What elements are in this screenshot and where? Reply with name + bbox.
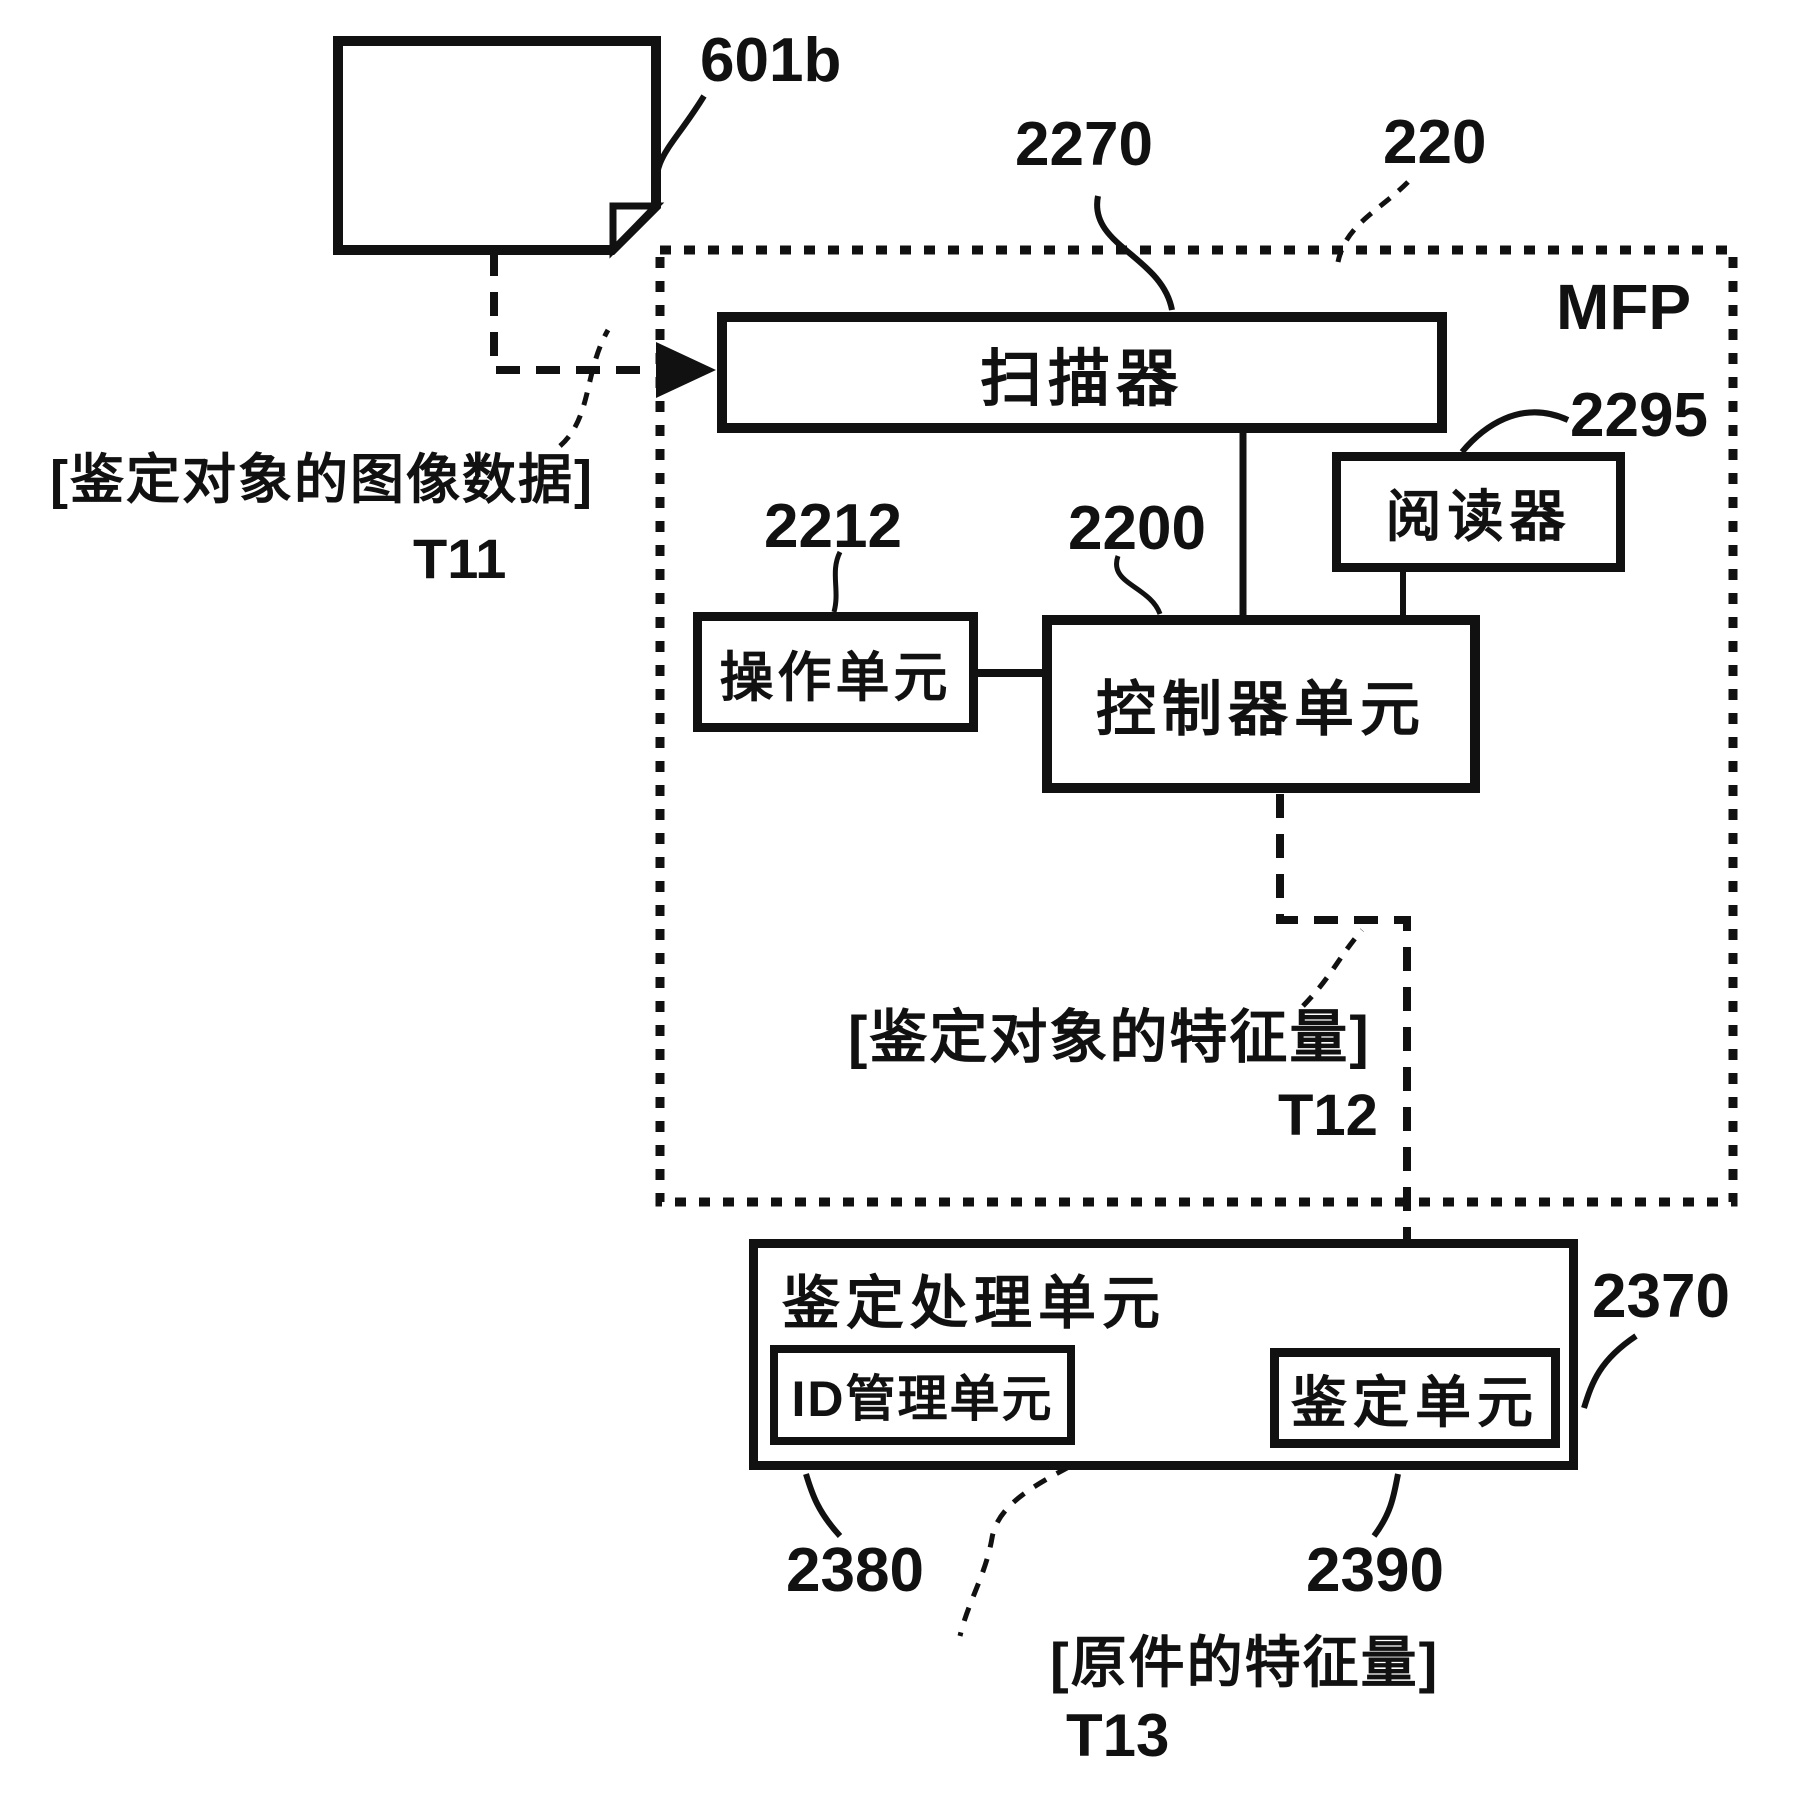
ref-2212: 2212 xyxy=(764,492,902,561)
operation-unit-box: 操作单元 xyxy=(693,612,978,732)
leader-2200 xyxy=(1114,555,1163,616)
document-fold-icon xyxy=(609,202,665,259)
id-management-unit-label: ID管理单元 xyxy=(791,1371,1054,1427)
leader-t12 xyxy=(1301,928,1364,1008)
reader-label: 阅读器 xyxy=(1385,484,1572,548)
identification-unit-box: 鉴定单元 xyxy=(1270,1348,1560,1448)
reader-box: 阅读器 xyxy=(1332,452,1625,572)
controller-unit-box: 控制器单元 xyxy=(1042,615,1480,793)
ref-2270: 2270 xyxy=(1015,110,1153,179)
mfp-dashed-border xyxy=(655,245,1738,1207)
ref-2370: 2370 xyxy=(1592,1262,1730,1331)
identification-processing-unit-label: 鉴定处理单元 xyxy=(782,1271,1167,1336)
image-data-caption: [鉴定对象的图像数据] xyxy=(50,450,594,510)
leader-220 xyxy=(1335,180,1410,263)
mfp-label: MFP xyxy=(1556,271,1692,343)
feature-flow-line xyxy=(1276,794,1411,1288)
tag-t12: T12 xyxy=(1278,1083,1378,1148)
leader-601b xyxy=(653,94,707,199)
tag-t11: T11 xyxy=(413,527,507,590)
controller-unit-label: 控制器单元 xyxy=(1096,675,1426,743)
scanner-box: 扫描器 xyxy=(717,312,1447,433)
feature-caption: [鉴定对象的特征量] xyxy=(848,1005,1371,1070)
operation-unit-label: 操作单元 xyxy=(719,647,952,708)
leader-t11 xyxy=(558,328,611,448)
ref-2390: 2390 xyxy=(1306,1536,1444,1605)
image-data-arrowhead-icon xyxy=(656,342,716,398)
tag-t13: T13 xyxy=(1066,1702,1170,1769)
leader-2295 xyxy=(1459,409,1570,454)
ref-2295: 2295 xyxy=(1570,381,1708,450)
scanner-label: 扫描器 xyxy=(979,344,1184,414)
ref-220: 220 xyxy=(1383,108,1487,177)
id-management-unit-box: ID管理单元 xyxy=(770,1345,1075,1445)
original-feature-caption: [原件的特征量] xyxy=(1050,1631,1440,1694)
leader-2270 xyxy=(1094,195,1175,311)
ref-2380: 2380 xyxy=(786,1536,924,1605)
ref-2200: 2200 xyxy=(1068,494,1206,563)
leader-2370 xyxy=(1581,1333,1638,1409)
identification-unit-label: 鉴定单元 xyxy=(1291,1370,1539,1434)
leader-2380 xyxy=(803,1473,843,1539)
leader-2390 xyxy=(1371,1473,1401,1538)
leader-2212 xyxy=(831,550,843,613)
image-data-flow-line xyxy=(490,252,652,374)
ref-601b: 601b xyxy=(700,26,842,95)
document-shape xyxy=(333,36,661,255)
